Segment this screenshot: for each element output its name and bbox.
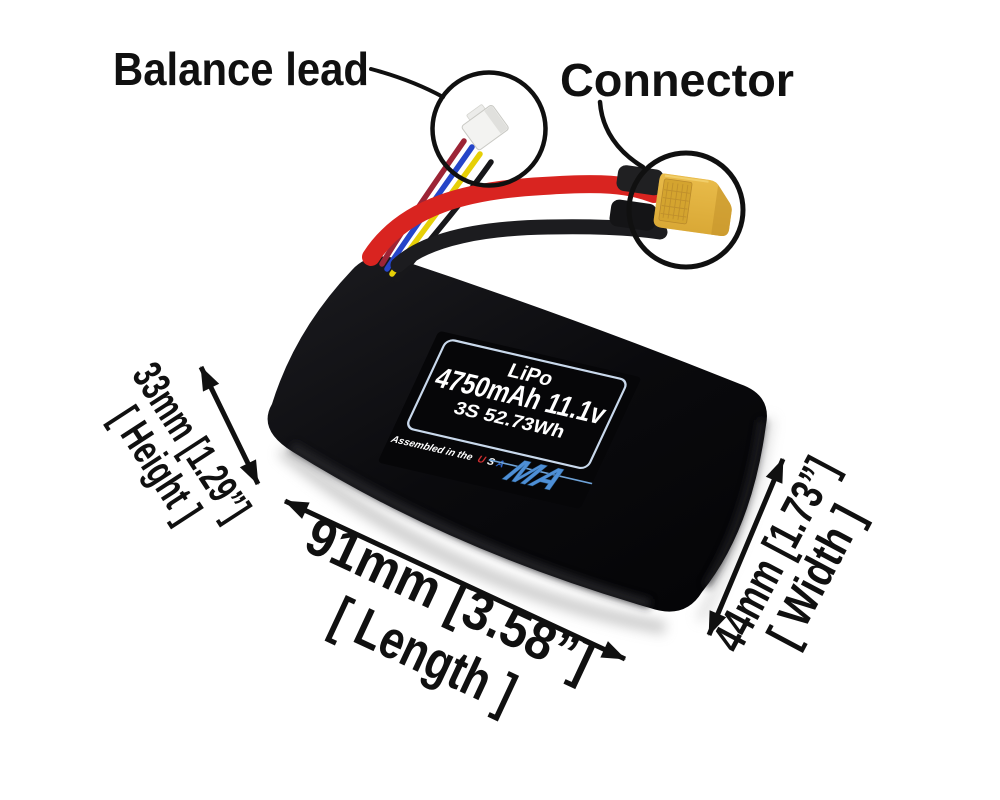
height-dimension-arrow [198,365,261,486]
label-sticker [378,331,641,509]
usa-u: U [475,454,487,466]
label-underline [488,459,593,485]
usa-a: A [493,458,506,470]
balance-wire-black [394,159,494,283]
connector-pointer-line [597,99,646,170]
length-dimension-arrow [283,498,627,662]
main-connector-xt60 [609,165,732,237]
balance-wire-red [379,138,467,267]
xt60-highlight [664,174,709,183]
balance-pointer-line [369,67,445,99]
balance-callout-circle [430,70,548,188]
width-dimension-arrow [706,458,786,636]
xt60-grid-lines [660,182,690,221]
height-dimension: 33mm [1.29”] [ Height ] [102,354,260,531]
usa-s: S [485,456,496,468]
battery-label: LiPo 4750mAh 11.1v 3S 52.73Wh Assembled … [378,331,641,509]
balance-connector-jst [461,104,509,151]
xt60-nose-shade [711,185,732,237]
xt60-sleeve-negative [609,199,657,231]
balance-lead-label: Balance lead [113,43,369,95]
connector-callout-circle [626,150,746,270]
label-border [407,339,627,470]
connector-label: Connector [560,54,794,106]
jst-shading [484,105,508,134]
